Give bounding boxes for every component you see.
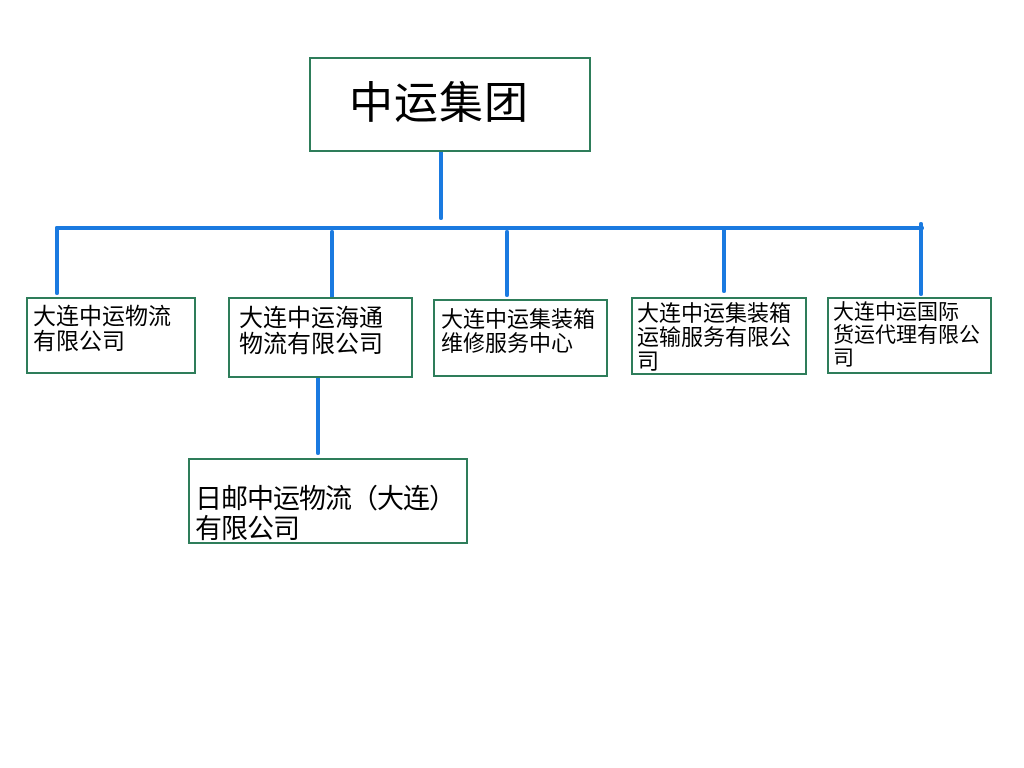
org-child-node-4: 大连中运集装箱 运输服务有限公司 (631, 297, 807, 375)
org-child-label-1: 大连中运物流 有限公司 (33, 304, 171, 356)
org-child-label-3: 大连中运集装箱 维修服务中心 (441, 308, 596, 358)
org-child-node-5: 大连中运国际 货运代理有限公司 (827, 297, 992, 374)
org-child-label-2: 大连中运海通 物流有限公司 (239, 304, 383, 359)
org-child-node-1: 大连中运物流 有限公司 (26, 297, 196, 374)
org-child-label-5: 大连中运国际 货运代理有限公司 (833, 300, 980, 371)
org-grandchild-label: 日邮中运物流（大连）有限公司 (195, 484, 456, 545)
org-child-label-4: 大连中运集装箱 运输服务有限公司 (637, 302, 792, 376)
org-child-node-2: 大连中运海通 物流有限公司 (228, 297, 413, 378)
org-grandchild-node: 日邮中运物流（大连）有限公司 (188, 458, 468, 544)
org-root-label: 中运集团 (349, 78, 529, 129)
org-root-node: 中运集团 (309, 57, 591, 152)
org-child-node-3: 大连中运集装箱 维修服务中心 (433, 299, 608, 377)
